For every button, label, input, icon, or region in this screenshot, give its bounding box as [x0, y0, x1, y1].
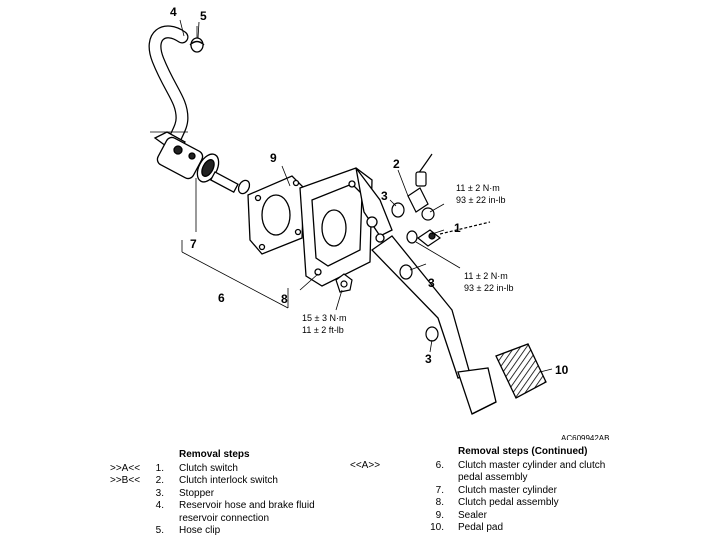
- sealer-gasket: [247, 175, 305, 255]
- torque-spec-switch-line2: 93 ± 22 in-lb: [464, 283, 513, 293]
- torque-spec-nut-line1: 15 ± 3 N·m: [302, 313, 346, 323]
- step-text: Clutch switch: [179, 462, 238, 474]
- callout-5: 5: [200, 9, 207, 23]
- step-number: 8.: [435, 497, 444, 508]
- stoppers: [391, 202, 439, 342]
- step-number: 5.: [155, 525, 164, 536]
- removal-step-row: 5. Hose clip: [110, 525, 350, 538]
- callout-7: 7: [190, 237, 197, 251]
- removal-step-row: 4. Reservoir hose and brake fluid: [110, 500, 350, 513]
- step-text: Clutch master cylinder and clutch: [458, 459, 606, 471]
- removal-step-row: 3. Stopper: [110, 488, 350, 501]
- step-text: pedal assembly: [458, 472, 528, 483]
- step-text: Hose clip: [179, 525, 221, 536]
- callout-1: 1: [454, 221, 461, 235]
- hose-clip: [189, 26, 205, 53]
- clutch-pedal-bracket: [299, 167, 393, 287]
- removal-steps-continued-heading: Removal steps (Continued): [458, 446, 588, 457]
- reservoir-hose: [148, 25, 189, 167]
- removal-step-row: 10. Pedal pad: [350, 522, 650, 535]
- removal-steps-heading: Removal steps: [179, 449, 250, 460]
- step-text: Reservoir hose and brake fluid: [179, 500, 315, 511]
- removal-step-row: <<A>> 6. Clutch master cylinder and clutch: [350, 460, 650, 473]
- callout-3-upper: 3: [381, 189, 388, 203]
- callout-8: 8: [281, 292, 288, 306]
- removal-step-row: >>A<< 1. Clutch switch: [110, 463, 350, 476]
- step-text: Stopper: [179, 487, 215, 499]
- pedal-bracket-nut: [335, 273, 353, 293]
- removal-step-row: reservoir connection: [110, 513, 350, 526]
- step-text: reservoir connection: [179, 512, 270, 524]
- removal-step-row: >>B<< 2. Clutch interlock switch: [110, 475, 350, 488]
- step-procedure-tag: >>A<<: [110, 462, 141, 474]
- step-number: 7.: [435, 484, 444, 496]
- callout-6: 6: [218, 291, 225, 305]
- removal-step-row: pedal assembly: [350, 472, 650, 485]
- step-number: 2.: [155, 475, 164, 486]
- step-text: Clutch pedal assembly: [458, 497, 559, 508]
- callout-2: 2: [393, 157, 400, 171]
- removal-step-row: 7. Clutch master cylinder: [350, 485, 650, 498]
- clutch-interlock-switch: [407, 153, 435, 221]
- step-procedure-tag: >>B<<: [110, 475, 141, 486]
- removal-steps-list: Removal steps >>A<< 1. Clutch switch >>B<< 2…: [110, 449, 350, 544]
- step-number: 10.: [430, 522, 444, 533]
- figure-id: AC609942AB: [561, 434, 609, 440]
- step-number: 6.: [435, 459, 444, 471]
- step-number: 4.: [155, 500, 164, 511]
- pedal-pad: [495, 343, 547, 399]
- step-number: 9.: [435, 509, 444, 521]
- torque-spec-interlock-line1: 11 ± 2 N·m: [456, 183, 500, 193]
- callout-9: 9: [270, 151, 277, 165]
- removal-step-row: 9. Sealer: [350, 510, 650, 523]
- leader-lines: [179, 19, 553, 373]
- torque-spec-nut-line2: 11 ± 2 ft-lb: [302, 325, 344, 335]
- removal-steps-continued-list: Removal steps (Continued) <<A>> 6. Clutch …: [350, 446, 650, 544]
- step-text: Sealer: [458, 509, 487, 521]
- step-procedure-tag: <<A>>: [350, 459, 381, 471]
- callout-4: 4: [170, 5, 177, 19]
- callout-3-middle: 3: [428, 276, 435, 290]
- step-text: Pedal pad: [458, 522, 504, 533]
- torque-spec-switch-line1: 11 ± 2 N·m: [464, 271, 508, 281]
- pedal-arm: [371, 235, 497, 415]
- step-text: Clutch interlock switch: [179, 475, 278, 486]
- step-number: 1.: [155, 462, 164, 474]
- torque-spec-interlock-line2: 93 ± 22 in-lb: [456, 195, 505, 205]
- clutch-switch: [416, 221, 491, 247]
- clutch-master-cylinder: [153, 131, 251, 195]
- removal-step-row: 8. Clutch pedal assembly: [350, 497, 650, 510]
- callout-3-lower: 3: [425, 352, 432, 366]
- step-text: Clutch master cylinder: [458, 484, 557, 496]
- step-number: 3.: [155, 487, 164, 499]
- exploded-view-diagram: 4 5 7 6 9 8 2 3 1 3 3 10 11 ± 2 N·m 93 ±…: [148, 5, 609, 440]
- callout-10: 10: [555, 363, 569, 377]
